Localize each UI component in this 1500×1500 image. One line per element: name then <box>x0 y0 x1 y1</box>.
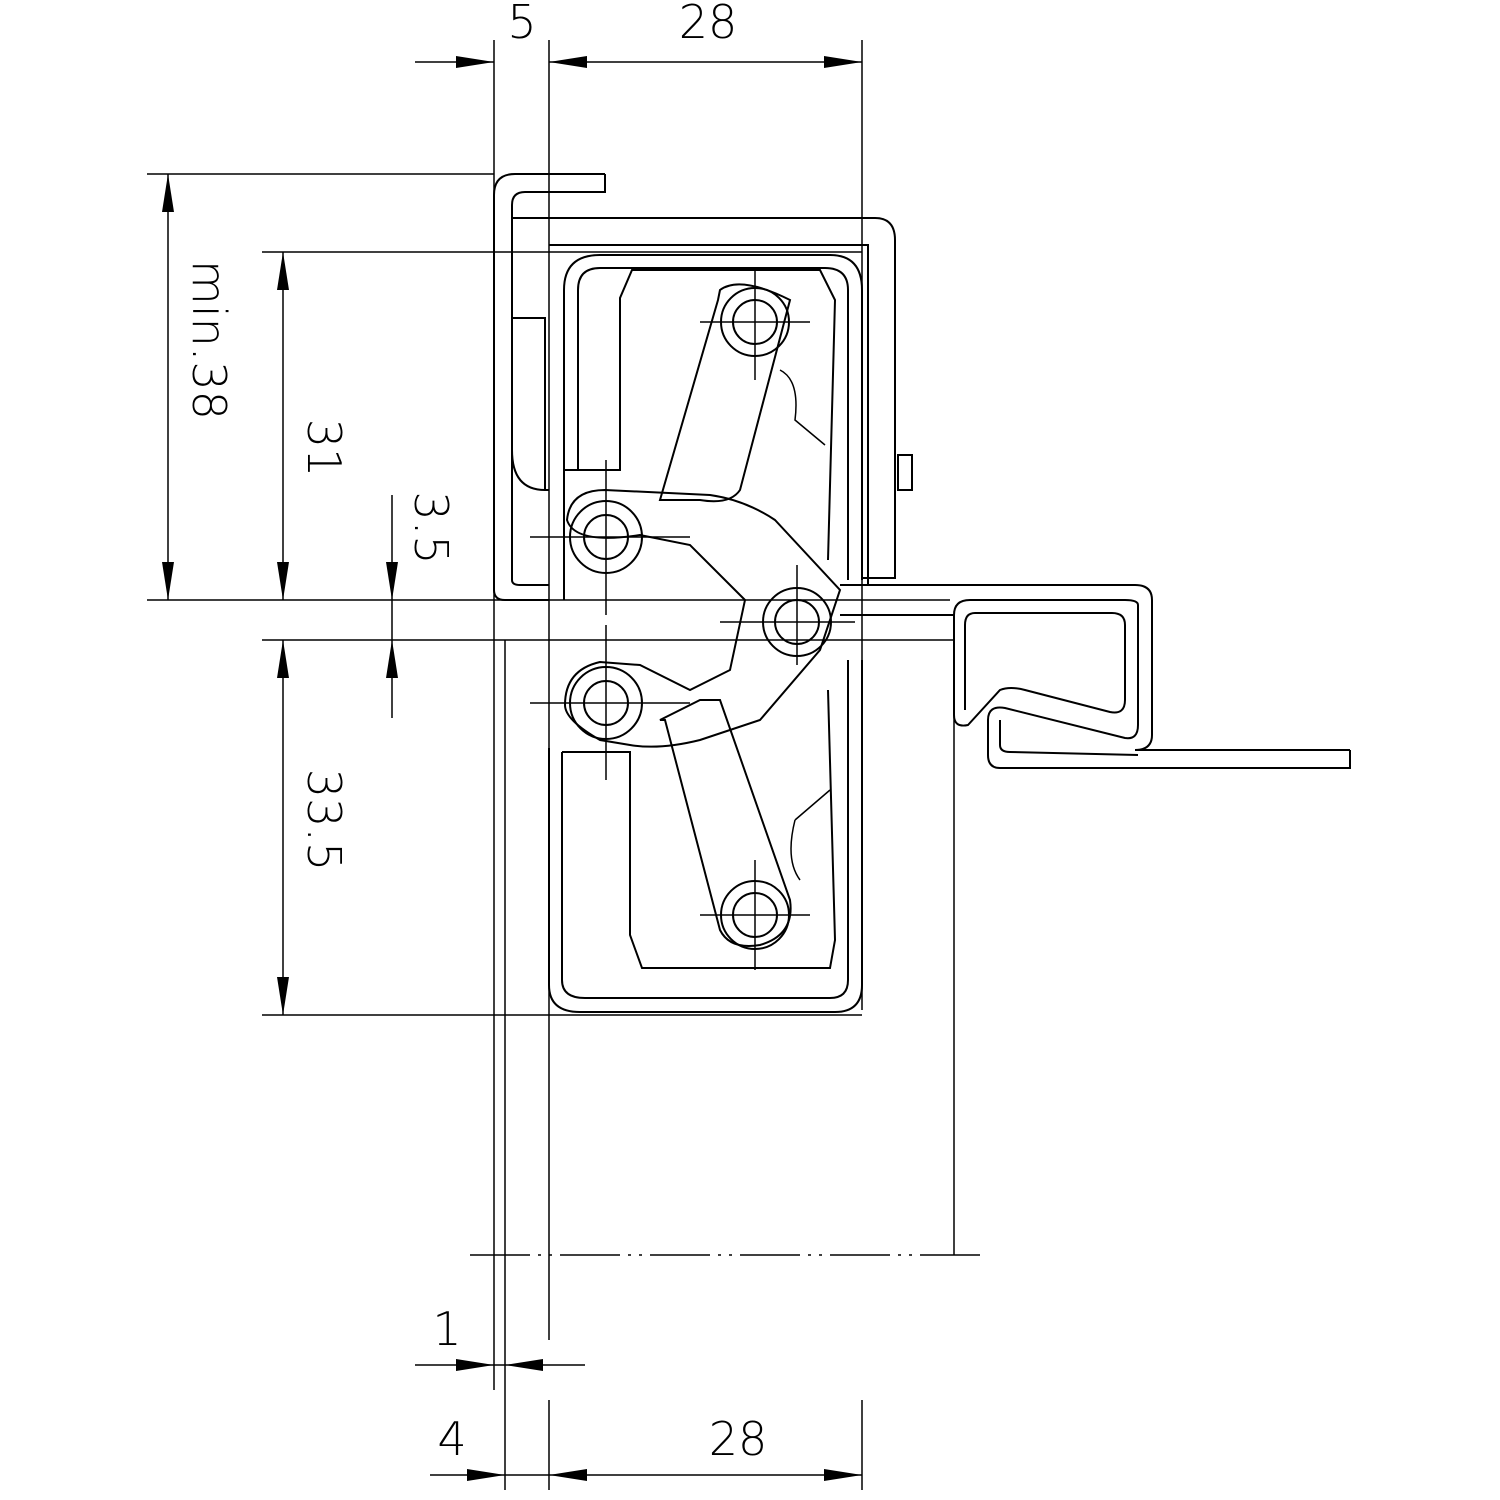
frame-profile <box>493 173 913 601</box>
dim-bottom-small: 1 <box>432 1302 461 1356</box>
dim-top-right: 28 <box>679 0 738 49</box>
dim-gap: 3.5 <box>404 491 458 564</box>
dim-min-height: min.38 <box>182 260 236 420</box>
door-profile <box>840 584 1351 769</box>
dim-top-left: 5 <box>507 0 536 49</box>
dim-upper-height: 31 <box>297 419 351 478</box>
center-marks <box>530 268 855 970</box>
extension-lines <box>147 40 985 1490</box>
hinge-links <box>563 283 842 947</box>
dim-bottom-left: 4 <box>437 1412 466 1466</box>
hinge-body-upper <box>563 254 863 600</box>
dimension-labels: 5 28 min.38 31 3.5 33.5 1 4 28 <box>182 0 767 1466</box>
dim-bottom-right: 28 <box>709 1412 768 1466</box>
dim-lower-height: 33.5 <box>297 769 351 871</box>
pivot-holes <box>569 287 832 950</box>
hinge-body-lower <box>548 660 863 1013</box>
dimension-lines <box>162 56 862 1481</box>
